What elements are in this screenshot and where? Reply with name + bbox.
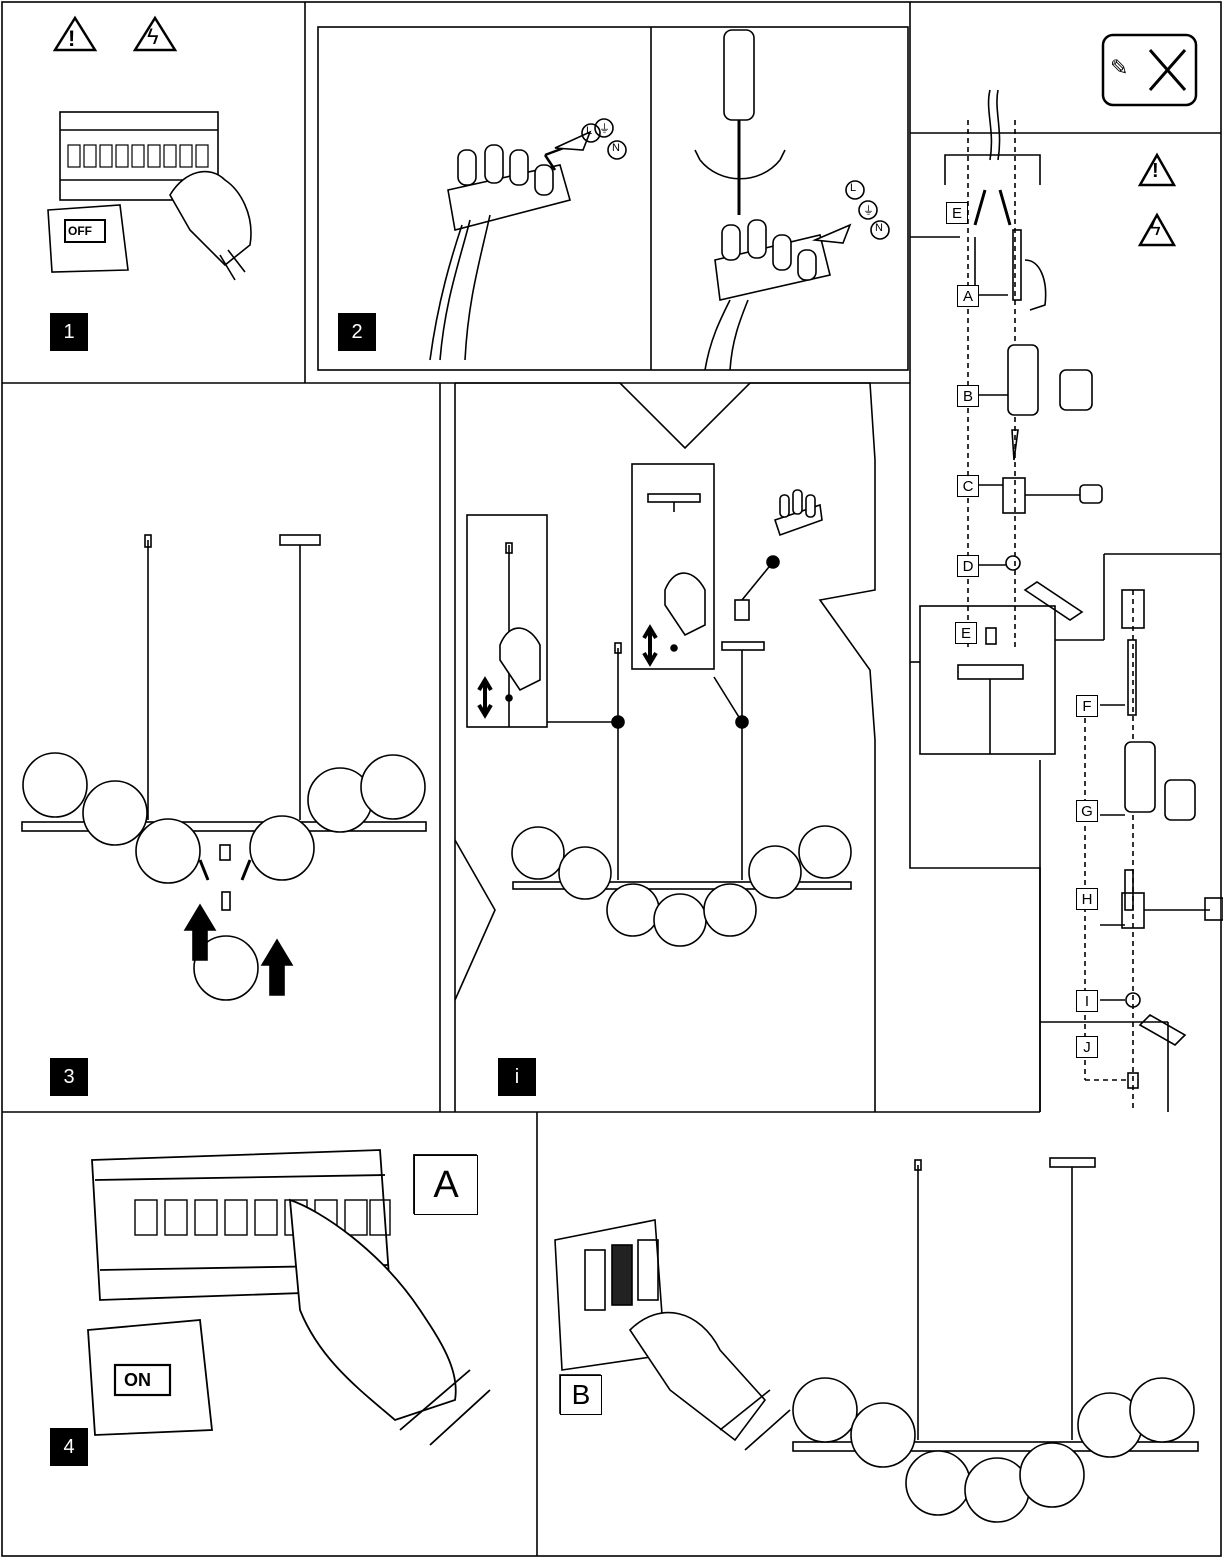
breaker-panel-label: A [414, 1155, 478, 1215]
info-badge: i [498, 1058, 536, 1096]
terminal-label-live-2: L [850, 182, 857, 194]
terminal-label-neutral: N [612, 142, 620, 154]
mount-step-i: I [1076, 990, 1098, 1012]
mount-step-d: D [957, 555, 979, 577]
wiring-illustration [429, 29, 890, 371]
height-adjust-illustration [466, 463, 852, 947]
breaker-off-illustration [47, 15, 252, 281]
mount-step-j: J [1076, 1036, 1098, 1058]
terminal-label-neutral-2: N [875, 222, 883, 234]
ceiling-mount-illustration [944, 33, 1223, 1112]
globe-install-illustration [21, 534, 427, 1001]
step-2-badge: 2 [338, 313, 376, 351]
mount-step-e-detail: E [955, 622, 977, 644]
terminal-label-live: L [586, 125, 593, 137]
switch-on-illustration [554, 1157, 1199, 1523]
mount-step-f: F [1076, 695, 1098, 717]
step-4-badge: 4 [50, 1428, 88, 1466]
step-1-badge: 1 [50, 313, 88, 351]
mount-step-h: H [1076, 888, 1098, 910]
terminal-label-earth-2: ⏚ [863, 205, 874, 217]
step-3-badge: 3 [50, 1058, 88, 1096]
off-switch-label: OFF [68, 224, 92, 238]
mount-step-b: B [957, 385, 979, 407]
mount-step-g: G [1076, 800, 1098, 822]
no-dimmer-icon: ✎ [1110, 55, 1129, 80]
mount-step-a: A [957, 285, 979, 307]
warning-icon: ! [68, 26, 76, 51]
electrical-hazard-icon: ϟ [1150, 218, 1161, 240]
mount-step-c: C [957, 475, 979, 497]
mount-step-e-top: E [946, 202, 968, 224]
warning-icon: ! [1152, 160, 1159, 182]
on-switch-label: ON [124, 1370, 151, 1390]
electrical-hazard-icon: ϟ [147, 24, 159, 49]
wall-switch-label: B [560, 1375, 602, 1415]
terminal-label-earth: ⏚ [599, 123, 610, 135]
